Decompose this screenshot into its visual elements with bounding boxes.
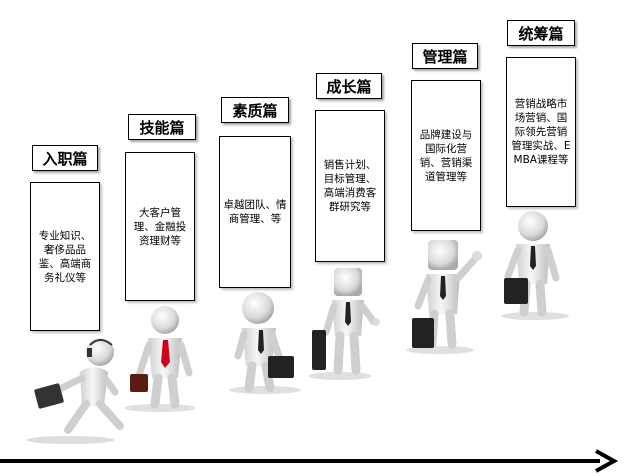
stage-5-title: 管理篇 <box>412 43 478 69</box>
figure-4-thumbs-up <box>308 268 380 380</box>
stage-3-description: 卓越团队、情商管理、等 <box>219 136 291 288</box>
stage-3-title: 素质篇 <box>221 97 289 123</box>
figure-1-runner <box>26 338 124 444</box>
figure-2-standing <box>124 306 196 412</box>
stage-6-title: 统筹篇 <box>507 20 575 46</box>
figure-5-waving <box>406 240 482 354</box>
stage-5-description: 品牌建设与国际化营销、营销渠道管理等 <box>411 80 481 231</box>
stage-2-title: 技能篇 <box>128 114 196 140</box>
stage-6-description: 营销战略市场营销、国际领先营销管理实战、EMBA课程等 <box>506 57 576 207</box>
figure-6-leader <box>501 211 569 320</box>
stage-1-description: 专业知识、奢侈品品鉴、高端商务礼仪等 <box>30 182 100 331</box>
stage-2-description: 大客户管理、金融投资理财等 <box>125 152 195 301</box>
stage-4-description: 销售计划、目标管理、高端消费客群研究等 <box>315 110 385 262</box>
stage-4-title: 成长篇 <box>316 73 382 99</box>
stage-1-title: 入职篇 <box>32 145 98 171</box>
figure-3-thinking <box>229 292 301 394</box>
arrow-head-icon <box>595 449 619 473</box>
